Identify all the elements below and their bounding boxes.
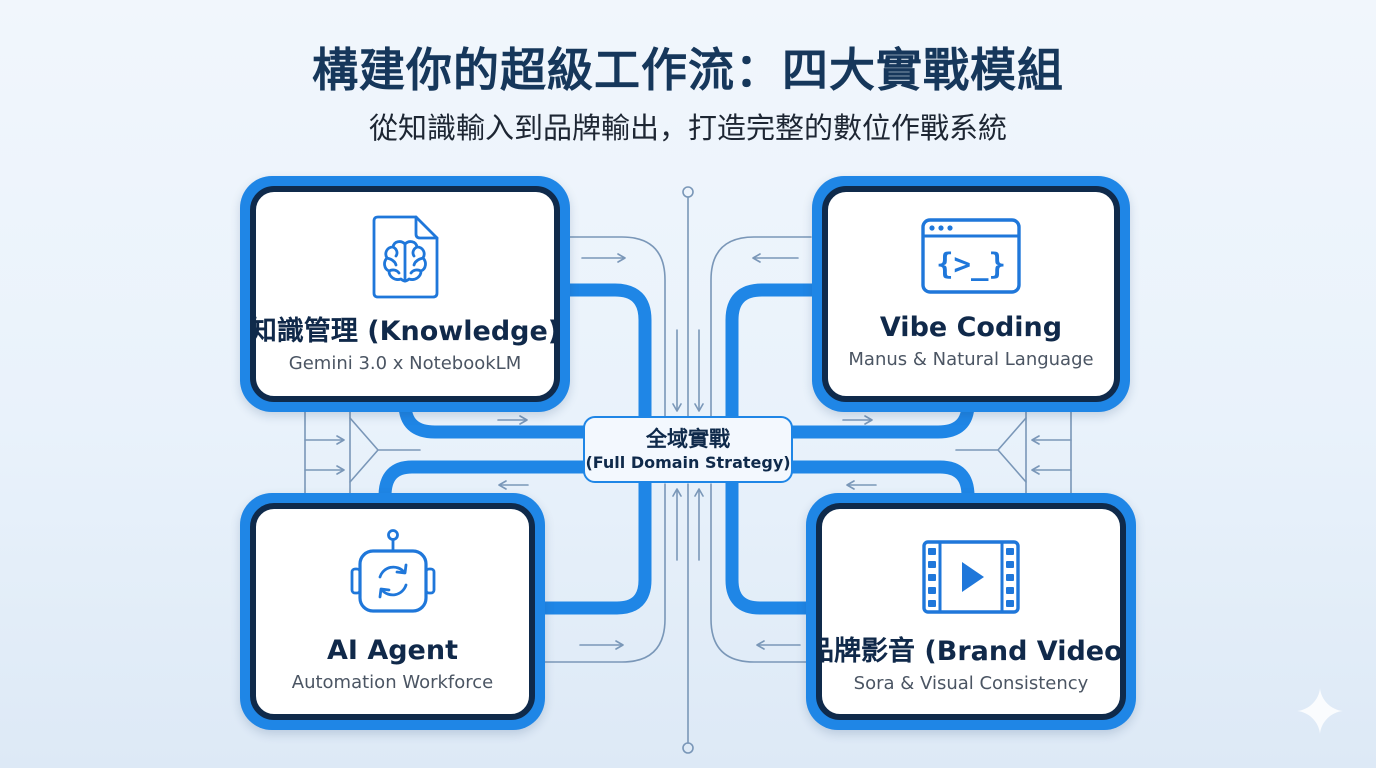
- hub-subtitle: (Full Domain Strategy): [585, 452, 791, 472]
- module-card-knowledge: 知識管理 (Knowledge) Gemini 3.0 x NotebookLM: [240, 176, 570, 412]
- pipe-hub-to-agent: [378, 460, 592, 503]
- module-card-ai-agent: AI Agent Automation Workforce: [240, 493, 545, 730]
- code-window-icon: {>_}: [921, 217, 1021, 294]
- pipe-coding-to-hub: [725, 283, 821, 425]
- spine-node-bottom: [682, 742, 694, 754]
- module-subtitle: Automation Workforce: [291, 672, 494, 693]
- page-subtitle: 從知識輸入到品牌輸出，打造完整的數位作戰系統: [368, 111, 1007, 145]
- module-title: AI Agent: [326, 635, 458, 666]
- pipe-knowledge-to-hub: [555, 283, 652, 425]
- module-title: Vibe Coding: [879, 311, 1063, 343]
- robot-icon: [350, 529, 435, 613]
- module-card-body: AI Agent Automation Workforce: [250, 503, 535, 720]
- module-title: 知識管理 (Knowledge): [250, 315, 560, 347]
- module-card-body: 品牌影音 (Brand Video) Sora & Visual Consist…: [816, 503, 1126, 720]
- brain-document-icon: [372, 215, 439, 298]
- module-card-brand-video: 品牌影音 (Brand Video) Sora & Visual Consist…: [806, 493, 1136, 730]
- hub-title: 全域實戰: [646, 426, 730, 451]
- module-card-body: {>_} Vibe Coding Manus & Natural Languag…: [822, 186, 1120, 402]
- thin-lattice-right: [955, 417, 1027, 483]
- module-subtitle: Sora & Visual Consistency: [853, 673, 1089, 694]
- page-title: 構建你的超級工作流：四大實戰模組: [312, 43, 1064, 97]
- module-title: 品牌影音 (Brand Video): [816, 636, 1126, 667]
- module-card-body: 知識管理 (Knowledge) Gemini 3.0 x NotebookLM: [250, 186, 560, 402]
- module-subtitle: Gemini 3.0 x NotebookLM: [288, 352, 522, 374]
- module-card-vibe-coding: {>_} Vibe Coding Manus & Natural Languag…: [812, 176, 1130, 412]
- code-glyph: {>_}: [936, 247, 1006, 281]
- sparkle-icon: [1297, 688, 1343, 734]
- thin-route-top-left: [564, 236, 666, 417]
- spine-node-top: [682, 186, 694, 198]
- hub-box: 全域實戰 (Full Domain Strategy): [583, 416, 793, 483]
- pipe-hub-to-video: [785, 460, 975, 503]
- pipe-video-to-hub: [725, 475, 817, 615]
- thin-route-bottom-right: [710, 483, 837, 663]
- module-subtitle: Manus & Natural Language: [848, 348, 1094, 370]
- thin-route-bottom-left: [539, 483, 666, 663]
- video-film-icon: [922, 540, 1020, 614]
- thin-route-top-right: [710, 236, 812, 417]
- thin-lattice-left: [349, 417, 421, 483]
- pipe-agent-to-hub: [529, 475, 652, 615]
